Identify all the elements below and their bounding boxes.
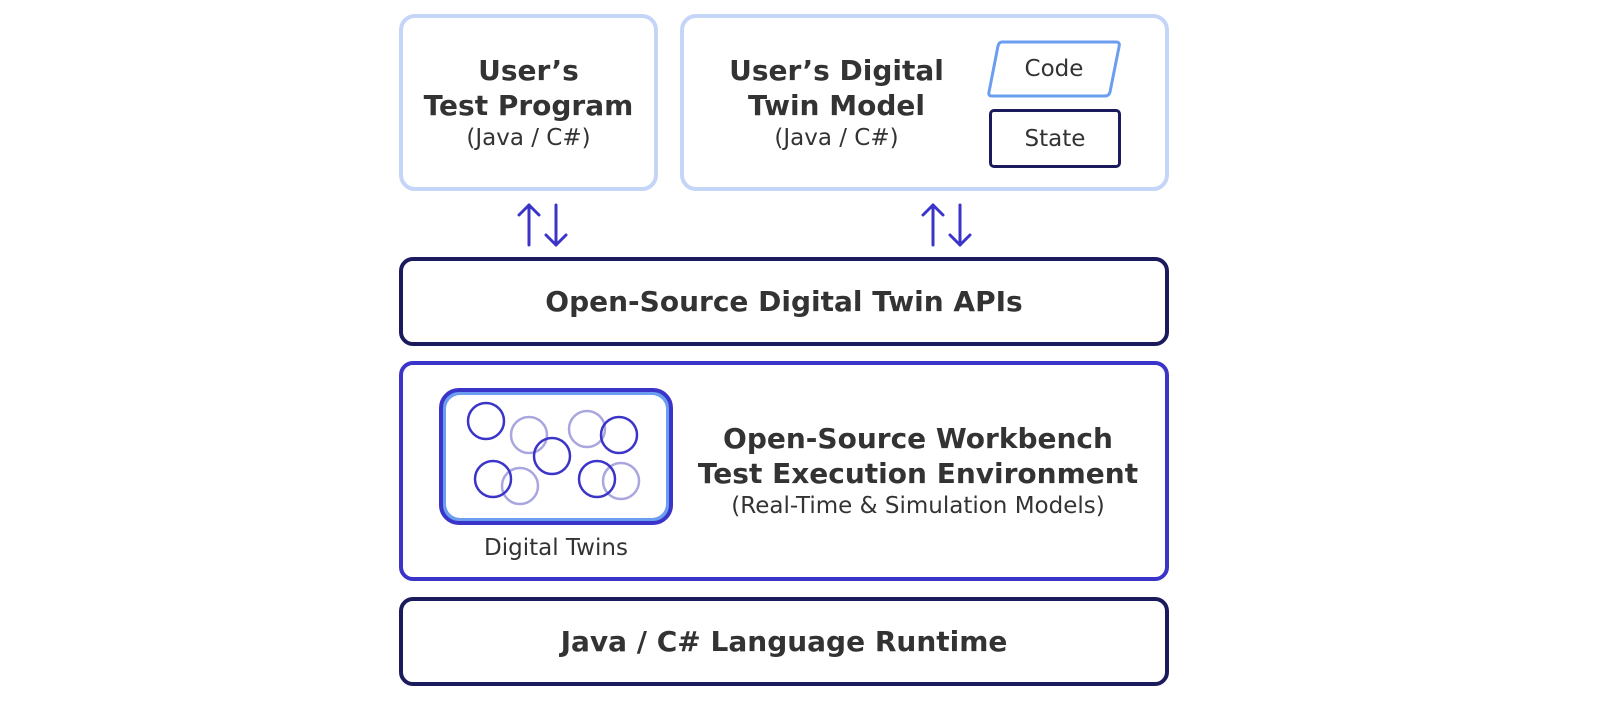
digital-twins-frame	[439, 388, 673, 525]
twin-circle-faded	[601, 461, 641, 501]
twin-model-subtitle: (Java / C#)	[774, 124, 899, 151]
code-parallelogram-icon	[987, 40, 1121, 98]
twin-circle	[599, 415, 639, 455]
test-program-subtitle: (Java / C#)	[466, 124, 591, 151]
digital-twins-canvas	[446, 395, 666, 518]
twin-circle-faded	[509, 415, 549, 455]
right-up-down-arrows-icon	[921, 203, 972, 247]
workbench-title-line2: Test Execution Environment	[697, 457, 1139, 490]
workbench-subtitle: (Real-Time & Simulation Models)	[731, 493, 1105, 519]
twin-circle	[532, 436, 572, 476]
test-program-title-line2: Test Program	[423, 88, 634, 122]
twin-circle-faded	[500, 466, 540, 506]
workbench-title-line1: Open-Source Workbench	[723, 422, 1113, 455]
twin-circle	[577, 459, 617, 499]
test-program-box: User’s Test Program (Java / C#)	[399, 14, 658, 191]
twin-circle	[466, 401, 506, 441]
twin-model-box: User’s Digital Twin Model (Java / C#) Co…	[680, 14, 1169, 191]
twin-model-title-line2: Twin Model	[748, 88, 925, 122]
workbench-text: Open-Source Workbench Test Execution Env…	[693, 365, 1143, 577]
state-box: State	[989, 109, 1121, 168]
state-label: State	[1024, 125, 1086, 152]
apis-layer: Open-Source Digital Twin APIs	[399, 257, 1169, 346]
digital-twins-label: Digital Twins	[484, 535, 628, 561]
runtime-layer: Java / C# Language Runtime	[399, 597, 1169, 686]
apis-layer-title: Open-Source Digital Twin APIs	[545, 285, 1023, 318]
twin-model-title-line1: User’s Digital	[729, 53, 944, 87]
left-up-down-arrows-icon	[517, 203, 568, 247]
twin-circle	[473, 459, 513, 499]
twin-circle-faded	[567, 409, 607, 449]
workbench-layer: Digital Twins Open-Source Workbench Test…	[399, 361, 1169, 581]
test-program-title-line1: User’s	[478, 53, 579, 87]
twin-model-text: User’s Digital Twin Model (Java / C#)	[704, 18, 969, 187]
code-label: Code	[1024, 56, 1084, 82]
runtime-layer-title: Java / C# Language Runtime	[560, 625, 1008, 658]
digital-twin-circles	[466, 401, 641, 506]
